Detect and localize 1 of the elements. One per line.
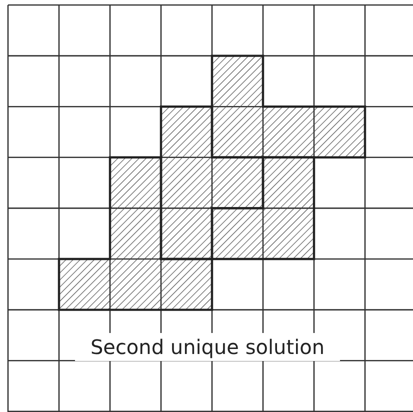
caption: Second unique solution: [75, 333, 340, 361]
